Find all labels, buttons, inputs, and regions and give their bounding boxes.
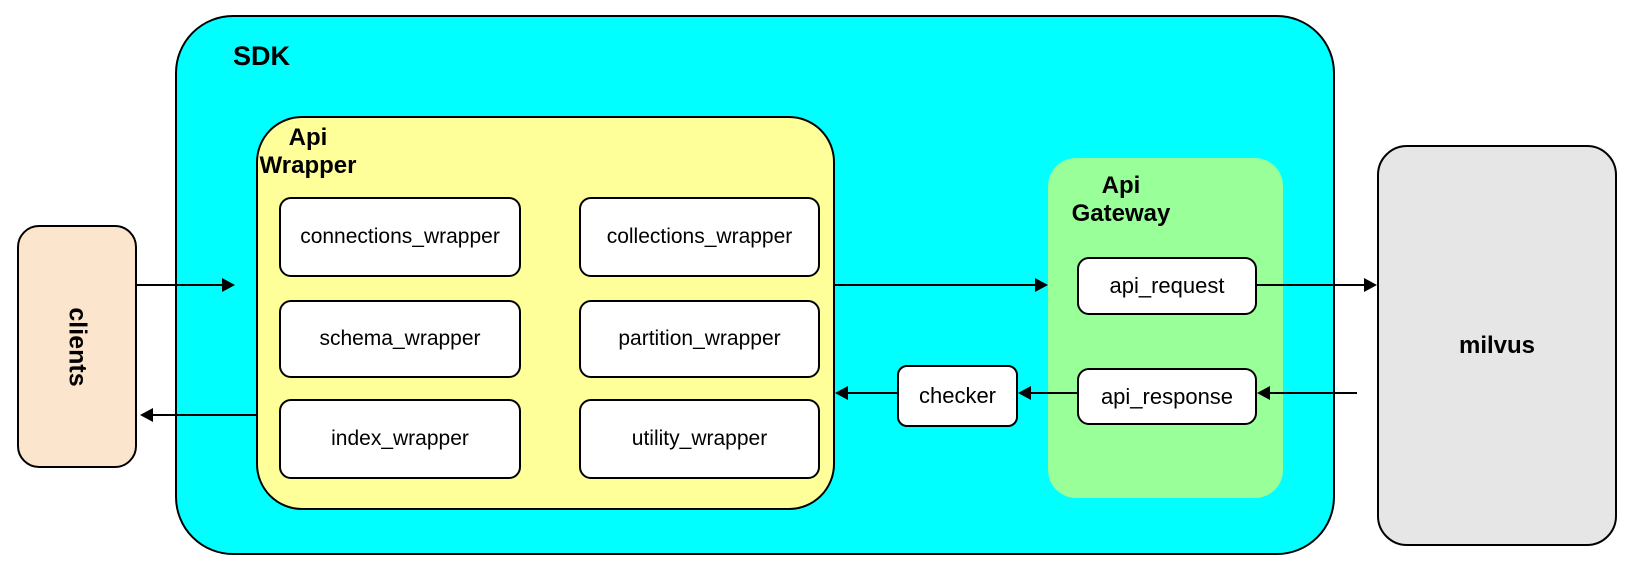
milvus-label: milvus (1458, 331, 1536, 359)
arrow-response-to-checker (1018, 386, 1077, 400)
arrow-checker-to-wrapper (835, 386, 897, 400)
arrow-clients-to-sdk (137, 278, 235, 292)
arrow-request-to-milvus (1257, 278, 1377, 292)
node-collections-wrapper: collections_wrapper (579, 197, 820, 277)
sdk-title: SDK (233, 41, 291, 71)
api-gateway-title-line2: Gateway (1071, 200, 1171, 227)
node-api-request: api_request (1077, 257, 1257, 315)
api-wrapper-title-line2: Wrapper (259, 152, 357, 179)
node-partition-wrapper: partition_wrapper (579, 300, 820, 378)
node-utility-wrapper: utility_wrapper (579, 399, 820, 479)
arrow-milvus-to-response (1257, 386, 1357, 400)
arrow-wrapper-to-gateway (835, 278, 1048, 292)
api-wrapper-title-line1: Api (288, 124, 328, 151)
node-schema-wrapper: schema_wrapper (279, 300, 521, 378)
api-wrapper-group: Api Wrapper connections_wrapper collecti… (256, 116, 835, 510)
arrow-sdk-to-clients (140, 408, 256, 422)
node-api-response: api_response (1077, 368, 1257, 425)
node-connections-wrapper: connections_wrapper (279, 197, 521, 277)
api-wrapper-title: Api Wrapper (258, 124, 358, 180)
api-gateway-group: Api Gateway api_request api_response (1048, 158, 1283, 498)
api-gateway-title: Api Gateway (1048, 172, 1194, 228)
clients-node: clients (17, 225, 137, 468)
clients-label: clients (63, 306, 92, 387)
node-checker: checker (897, 365, 1018, 427)
milvus-node: milvus (1377, 145, 1617, 546)
node-index-wrapper: index_wrapper (279, 399, 521, 479)
api-gateway-title-line1: Api (1101, 172, 1141, 199)
